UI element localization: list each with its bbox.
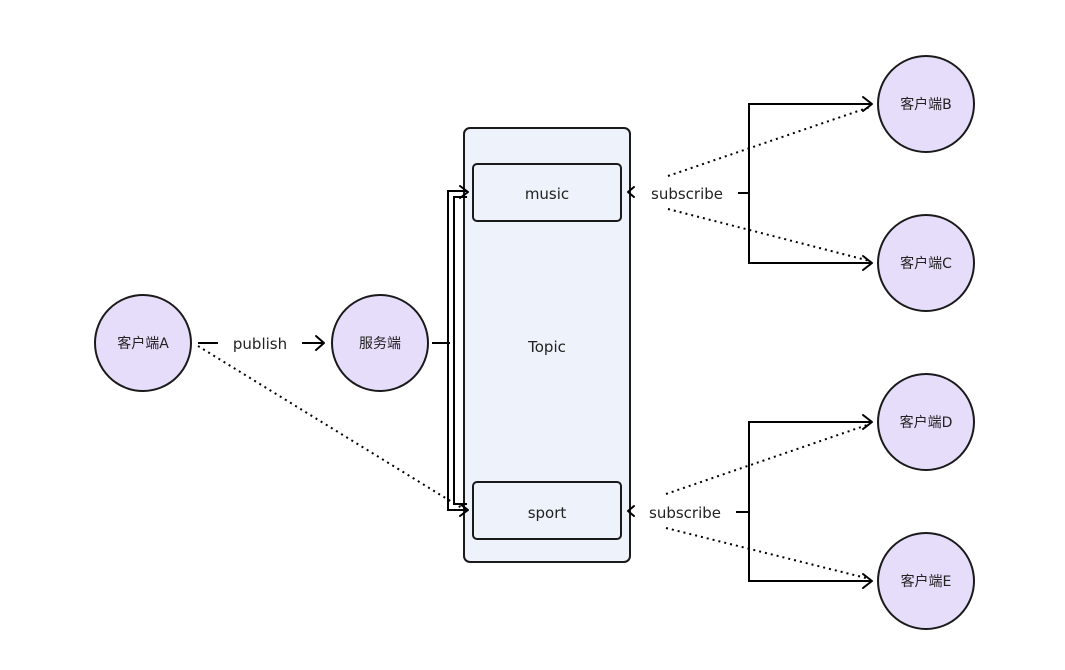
client-d-label: 客户端D <box>900 414 953 431</box>
topic-container <box>463 127 631 563</box>
arrow-to-client-c <box>862 255 873 271</box>
sport-label: sport <box>528 504 567 522</box>
client-b-label: 客户端B <box>900 96 952 113</box>
music-to-client-b-dotted <box>667 106 871 177</box>
music-box <box>472 163 622 222</box>
client-e-label: 客户端E <box>901 573 952 590</box>
client-e-node <box>877 532 975 630</box>
client-a-label: 客户端A <box>117 335 169 352</box>
arrow-to-music <box>459 185 469 199</box>
client-a-to-sport-dotted <box>197 345 466 511</box>
sport-to-client-d-dotted <box>665 423 871 495</box>
sport-subscribe-label: subscribe <box>649 504 721 522</box>
publish-label: publish <box>233 335 287 353</box>
arrow-to-sport <box>459 503 469 517</box>
server-node <box>331 294 429 392</box>
topic-label: Topic <box>527 338 566 356</box>
client-d-node <box>877 373 975 471</box>
server-bracket-outer <box>447 190 467 511</box>
sport-subscribe-bracket <box>748 421 872 582</box>
music-label: music <box>525 185 569 203</box>
music-to-client-c-dotted <box>667 208 871 262</box>
server-label: 服务端 <box>359 336 401 352</box>
arrow-to-client-d <box>862 414 873 430</box>
music-subscribe-label: subscribe <box>651 185 723 203</box>
arrow-to-client-e <box>862 573 873 589</box>
music-subscribe-arrowhead <box>627 186 635 198</box>
sport-to-client-e-dotted <box>665 527 871 580</box>
arrow-to-client-b <box>862 96 873 112</box>
client-b-node <box>877 55 975 153</box>
sport-box <box>472 481 622 540</box>
publish-arrowhead <box>315 335 325 351</box>
client-c-node <box>877 214 975 312</box>
sport-subscribe-arrowhead <box>627 505 635 517</box>
music-subscribe-bracket <box>748 103 872 264</box>
client-c-label: 客户端C <box>900 255 952 272</box>
client-a-node <box>94 294 192 392</box>
